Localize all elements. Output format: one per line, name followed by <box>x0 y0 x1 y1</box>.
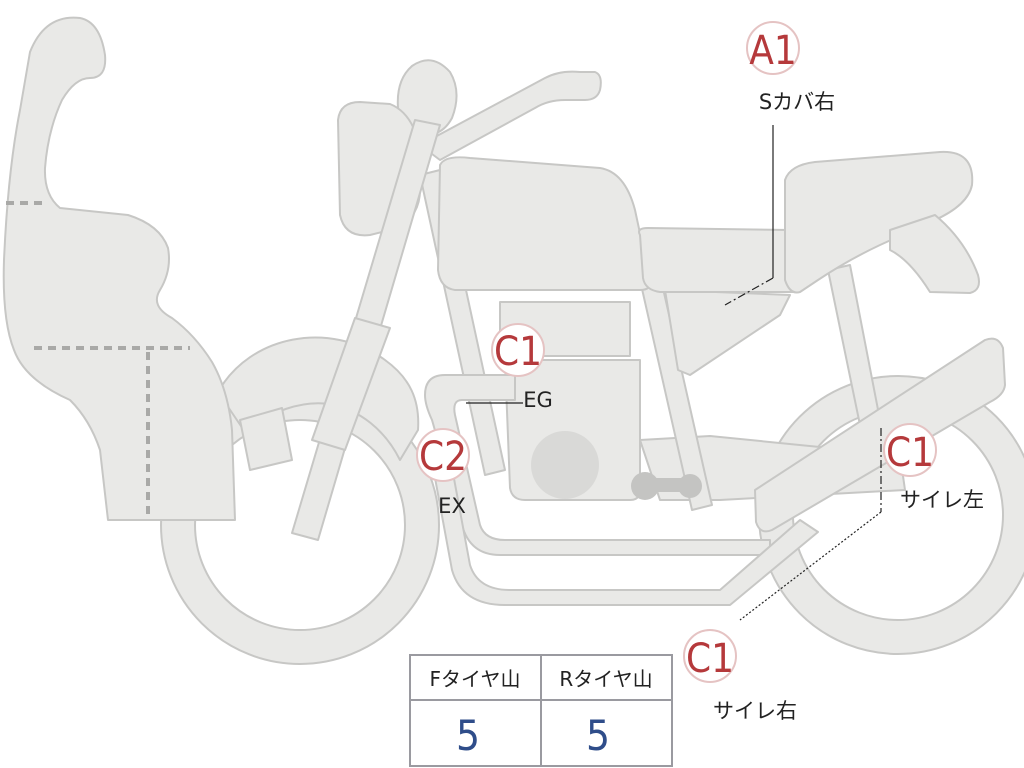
part-label: サイレ右 <box>713 699 797 723</box>
fairing-marks <box>6 201 190 515</box>
fuel-tank <box>437 156 652 291</box>
table-header-rear-tire: Rタイヤ山 <box>559 667 652 691</box>
grade-marker-c1-silencer-left: C1 サイレ左 <box>883 423 984 512</box>
exhaust-upper <box>424 374 771 556</box>
part-label: EG <box>523 388 553 412</box>
grade-marker-c1-silencer-right: C1 サイレ右 <box>683 629 797 723</box>
fork-boot <box>311 317 391 451</box>
side-cover <box>664 289 791 376</box>
handlebar <box>419 70 602 161</box>
rear-fender <box>889 214 980 294</box>
grade-label: C2 <box>419 434 467 480</box>
muffler <box>754 337 1006 533</box>
rear-tire-tread-value: 5 <box>586 711 610 760</box>
leader-lines <box>466 125 882 621</box>
part-label: サイレ左 <box>900 488 984 512</box>
grade-label: C1 <box>686 636 734 682</box>
front-tire-tread-value: 5 <box>456 711 480 760</box>
grade-marker-c2-exhaust: C2 EX <box>416 428 470 518</box>
engine-cover <box>531 431 599 499</box>
table-header-front-tire: Fタイヤ山 <box>430 667 521 691</box>
part-label: Sカバ右 <box>759 90 835 114</box>
exhaust-lower <box>427 429 819 606</box>
footpeg <box>631 472 702 500</box>
grade-label: A1 <box>749 28 797 74</box>
grade-marker-c1-engine: C1 EG <box>491 323 553 412</box>
grade-marker-a1-seat-cover-right: A1 Sカバ右 <box>746 21 835 114</box>
rear-cowl <box>784 150 974 294</box>
grade-label: C1 <box>494 329 542 375</box>
part-label: EX <box>438 494 466 518</box>
grade-label: C1 <box>886 430 934 476</box>
tire-tread-table: Fタイヤ山 Rタイヤ山 5 5 <box>409 654 673 767</box>
front-fairing <box>2 16 236 521</box>
front-caliper <box>239 407 293 471</box>
